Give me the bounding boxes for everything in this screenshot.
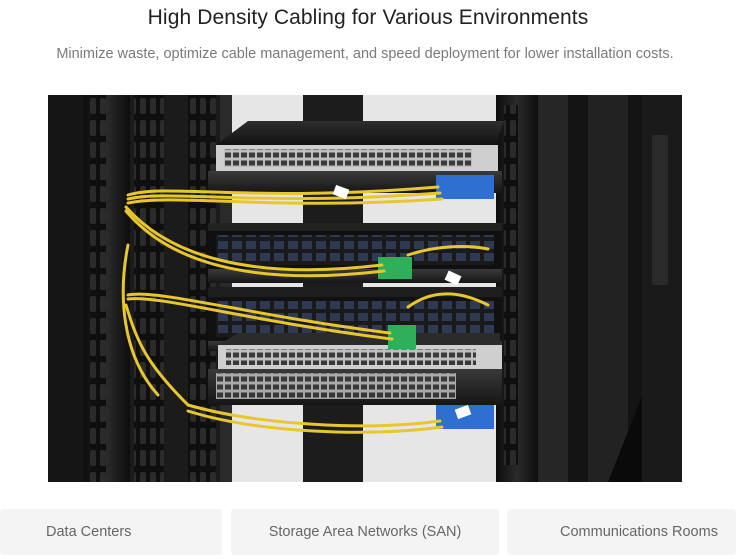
fiber-patch-cables <box>121 185 490 434</box>
page-title: High Density Cabling for Various Environ… <box>147 6 589 29</box>
patch-panel-1 <box>208 223 502 283</box>
page-subtitle: Minimize waste, optimize cable managemen… <box>56 46 674 62</box>
tab-communications-rooms[interactable]: Communications Rooms <box>507 509 736 555</box>
fiber-connectors <box>378 175 494 429</box>
environment-tabs: Data Centers Storage Area Networks (SAN)… <box>0 509 736 555</box>
tab-data-centers[interactable]: Data Centers <box>0 509 222 555</box>
left-cable-manager <box>48 95 220 482</box>
right-rack-frame <box>496 95 682 482</box>
switch-bottom <box>208 333 502 405</box>
hero-image <box>48 95 682 482</box>
cable-tags <box>332 184 472 420</box>
tab-storage-area-networks[interactable]: Storage Area Networks (SAN) <box>231 509 499 555</box>
